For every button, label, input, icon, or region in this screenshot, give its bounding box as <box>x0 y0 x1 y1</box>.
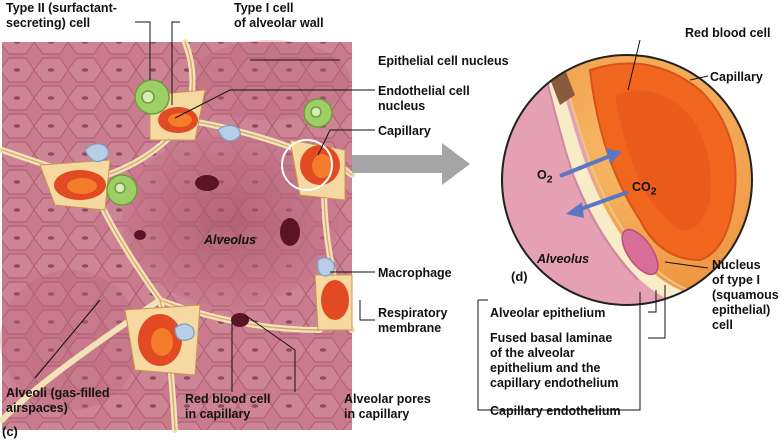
label-nucleus-type1-line2: of type I <box>712 273 760 287</box>
label-alveoli-line2: airspaces) <box>6 401 68 415</box>
label-fused-basal-line4: capillary endothelium <box>490 376 619 390</box>
label-alveolar-pores-line2: in capillary <box>344 407 410 421</box>
label-endothelial-nucleus-line1: Endothelial cell <box>378 84 470 98</box>
label-capillary-c: Capillary <box>378 124 431 138</box>
label-o2: O2 <box>537 168 553 188</box>
label-capillary-endothelium: Capillary endothelium <box>490 404 621 418</box>
label-capillary-d: Capillary <box>710 70 763 84</box>
label-alveolar-pores-line1: Alveolar pores <box>344 392 431 406</box>
label-rbc-capillary-line2: in capillary <box>185 407 251 421</box>
label-type1-cell-line2: of alveolar wall <box>234 16 324 30</box>
label-nucleus-type1-line1: Nucleus <box>712 258 761 272</box>
label-alveoli-line1: Alveoli (gas-filled <box>6 386 110 400</box>
label-type2-cell-line1: Type II (surfactant- <box>6 1 117 15</box>
label-nucleus-type1-line3: (squamous <box>712 288 779 302</box>
label-rbc-capillary-line1: Red blood cell <box>185 392 271 406</box>
macrophages <box>84 124 335 341</box>
panel-letter-c: (c) <box>2 424 18 439</box>
capillaries <box>39 89 353 376</box>
label-nucleus-type1-line4: epithelial) <box>712 303 771 317</box>
label-alveolus-c: Alveolus <box>204 233 257 247</box>
label-alveolar-epithelium: Alveolar epithelium <box>490 306 606 320</box>
label-epithelial-nucleus: Epithelial cell nucleus <box>378 54 509 68</box>
label-co2-main: CO <box>632 180 651 194</box>
label-type1-cell-line1: Type I cell <box>234 1 294 15</box>
label-alveolus-d: Alveolus <box>537 252 590 266</box>
label-fused-basal-line3: epithelium and the <box>490 361 601 375</box>
alveolar-tissue-block <box>0 39 355 433</box>
label-o2-main: O <box>537 168 547 182</box>
label-respiratory-membrane-line1: Respiratory <box>378 306 448 320</box>
zoom-panel <box>502 55 752 305</box>
label-type2-cell-line2: secreting) cell <box>6 16 91 30</box>
label-fused-basal-line1: Fused basal laminae <box>490 331 613 345</box>
label-co2: CO2 <box>632 180 657 200</box>
panel-letter-d: (d) <box>511 269 528 284</box>
gas-arrows <box>559 148 629 218</box>
alveolar-pores <box>134 175 300 327</box>
label-endothelial-nucleus-line2: nucleus <box>378 99 426 113</box>
zoom-source-circle <box>281 139 333 191</box>
label-fused-basal-line2: of the alveolar <box>490 346 575 360</box>
label-red-blood-cell-d: Red blood cell <box>685 26 771 40</box>
label-respiratory-membrane-line2: membrane <box>378 321 442 335</box>
type1-nucleus <box>621 228 659 276</box>
leader-lines <box>34 21 709 411</box>
label-o2-sub: 2 <box>546 174 553 186</box>
label-nucleus-type1-line5: cell <box>712 318 733 332</box>
type2-cells <box>106 79 333 206</box>
zoom-alveolus <box>502 75 700 305</box>
label-co2-sub: 2 <box>650 186 657 198</box>
zoom-arrow <box>352 143 470 185</box>
label-macrophage: Macrophage <box>378 266 452 280</box>
